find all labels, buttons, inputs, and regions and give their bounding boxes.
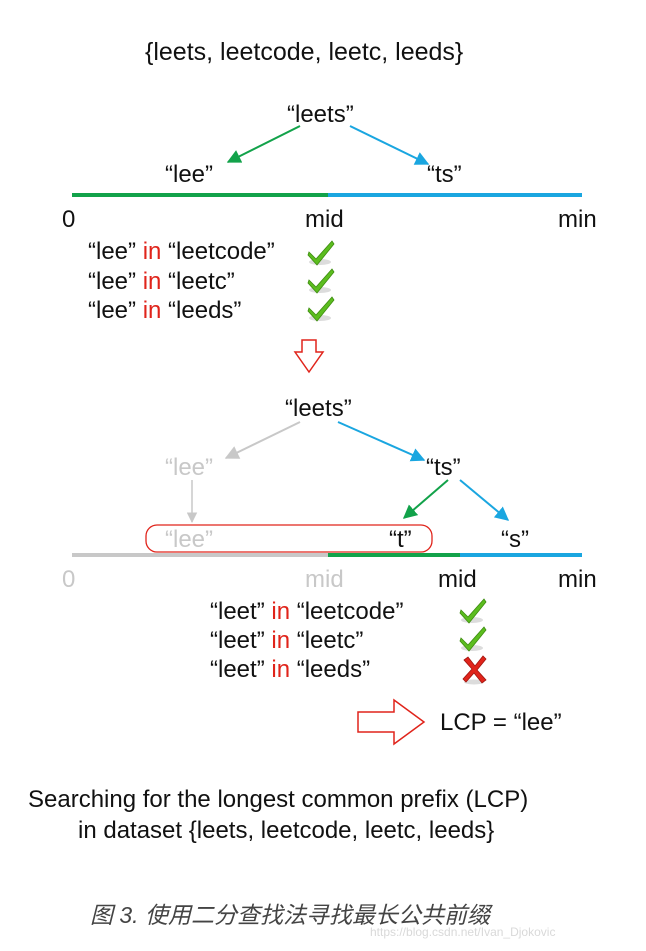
arrow-ts-to-t: [402, 479, 449, 519]
step2-leaf-right: “s”: [501, 526, 529, 553]
step2-check-row: “leet” in “leeds”: [210, 658, 370, 682]
check-operator: in: [271, 627, 291, 654]
check-icon: [307, 240, 335, 266]
check-operator: in: [142, 268, 162, 295]
check-operator: in: [271, 656, 291, 683]
step2-root-node: “leets”: [285, 395, 352, 422]
figure-caption: 图 3. 使用二分查找法寻找最长公共前缀: [90, 902, 490, 928]
check-target: “leetc”: [168, 268, 235, 295]
check-target: “leeds”: [296, 656, 371, 683]
step2-check-row: “leet” in “leetc”: [210, 629, 363, 653]
check-target: “leetcode”: [168, 238, 275, 265]
check-icon: [459, 598, 487, 624]
step1-axis-start: 0: [62, 206, 76, 233]
right-arrow-icon: [357, 698, 426, 746]
down-arrow-icon: [293, 339, 325, 374]
step1-left-node: “lee”: [165, 161, 214, 188]
check-prefix: “leet”: [210, 656, 265, 683]
check-icon: [459, 626, 487, 652]
check-icon: [307, 268, 335, 294]
watermark: https://blog.csdn.net/Ivan_Djokovic: [370, 925, 556, 939]
step1-check-row: “lee” in “leetcode”: [88, 240, 275, 264]
step1-axis-end: min: [558, 206, 597, 233]
check-operator: in: [142, 238, 162, 265]
arrow-root-to-lee: [226, 125, 301, 163]
step2-axis-mid: mid: [438, 566, 477, 593]
check-target: “leetcode”: [296, 598, 404, 625]
check-prefix: “lee”: [88, 238, 137, 265]
arrow-ts-to-s: [459, 479, 510, 521]
step1-check-row: “lee” in “leetc”: [88, 270, 235, 294]
check-prefix: “leet”: [210, 598, 265, 625]
step1-check-row: “lee” in “leeds”: [88, 299, 241, 323]
check-prefix: “lee”: [88, 268, 137, 295]
step1-right-node: “ts”: [427, 161, 462, 188]
check-icon: [307, 296, 335, 322]
check-target: “leetc”: [296, 627, 364, 654]
description-line-1: Searching for the longest common prefix …: [28, 786, 529, 813]
dataset-title: {leets, leetcode, leetc, leeds}: [145, 38, 464, 66]
arrow-root2-to-ts: [337, 421, 426, 462]
step2-check-row: “leet” in “leetcode”: [210, 600, 403, 624]
description-line-2: in dataset {leets, leetcode, leetc, leed…: [78, 817, 495, 844]
step1-axis-mid: mid: [305, 206, 344, 233]
check-prefix: “leet”: [210, 627, 265, 654]
step2-left-node: “lee”: [165, 454, 214, 481]
cross-icon: [462, 655, 487, 685]
check-operator: in: [271, 598, 291, 625]
prefix-highlight-box: [145, 524, 433, 553]
step2-box-left: “lee”: [165, 526, 214, 553]
lcp-result: LCP = “lee”: [440, 709, 562, 736]
arrow-root-to-ts: [349, 125, 430, 165]
step2-axis-old-mid: mid: [305, 566, 344, 593]
step2-right-node: “ts”: [426, 454, 461, 481]
step1-root-node: “leets”: [287, 101, 354, 128]
check-prefix: “lee”: [88, 297, 137, 324]
check-target: “leeds”: [168, 297, 242, 324]
step2-box-right: “t”: [389, 526, 412, 553]
step2-axis-start: 0: [62, 566, 76, 593]
step2-axis-end: min: [558, 566, 597, 593]
check-operator: in: [142, 297, 162, 324]
arrow-root2-to-lee-grey: [224, 421, 301, 459]
